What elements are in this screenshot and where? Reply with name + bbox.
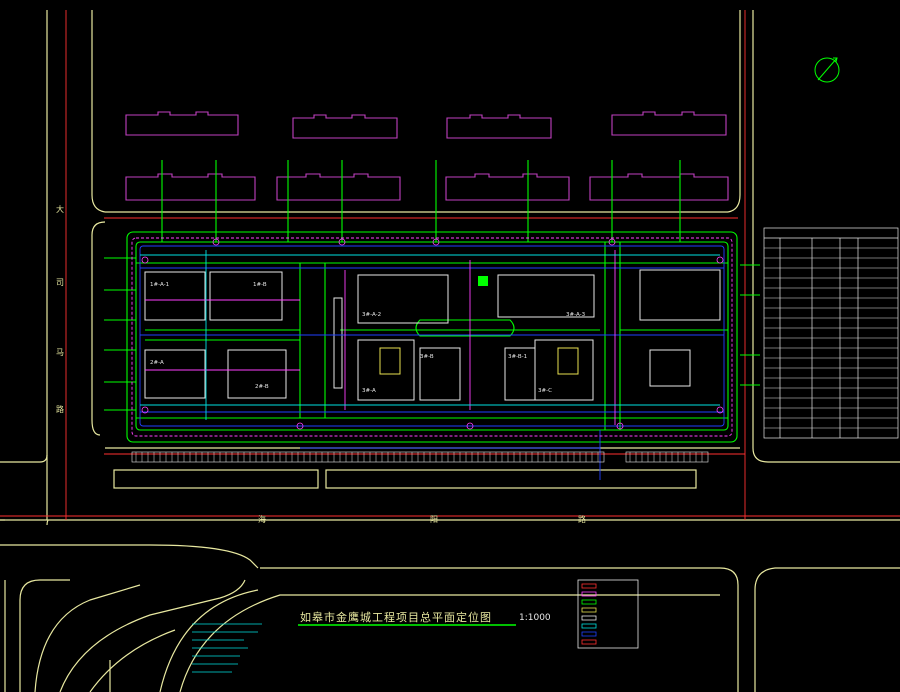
road-label-char: 海: [258, 514, 266, 524]
building-label: 1#-A-1: [150, 282, 169, 288]
road-label-char: 路: [56, 404, 64, 414]
building-label: 3#-C: [538, 388, 552, 394]
road-label-char: 马: [56, 348, 64, 357]
north-arrow-icon: [814, 57, 840, 83]
road-label-char: 路: [578, 514, 586, 524]
road-label-char: 阳: [430, 515, 438, 524]
left-road-labels: 大 司 马 路: [56, 204, 64, 414]
building-footprints: [144, 269, 721, 401]
notes-block: [192, 623, 262, 673]
bottom-road-labels: 海 阳 路: [258, 514, 586, 524]
building-label: 2#-B: [255, 384, 269, 390]
building-label: 3#-A-2: [362, 312, 381, 318]
drawing-title: 如皋市金鹰城工程项目总平面定位图: [300, 611, 492, 624]
building-label: 3#-A-3: [566, 312, 586, 318]
property-redlines: [0, 10, 900, 520]
site-boundary: [104, 160, 760, 443]
data-table-rows: [764, 247, 898, 429]
building-label: 1#-B: [253, 282, 267, 288]
site-fixtures: [141, 238, 724, 430]
building-label: 3#-B: [420, 354, 434, 360]
road-network: [0, 10, 900, 692]
road-label-char: 司: [56, 278, 64, 287]
data-table: [763, 227, 899, 439]
building-labels: 1#-A-1 1#-B 2#-A 2#-B 3#-A-2 3#-B 3#-A-3…: [150, 282, 586, 394]
road-label-char: 大: [56, 204, 64, 214]
drawing-scale: 1:1000: [519, 613, 551, 623]
parking-stalls: [135, 452, 703, 462]
legend: [577, 579, 639, 649]
building-label: 2#-A: [150, 360, 164, 366]
building-label: 3#-A: [362, 388, 376, 394]
parking-strip: [131, 451, 709, 463]
utility-pipes: [131, 237, 733, 480]
building-label: 3#-B-1: [508, 354, 527, 360]
